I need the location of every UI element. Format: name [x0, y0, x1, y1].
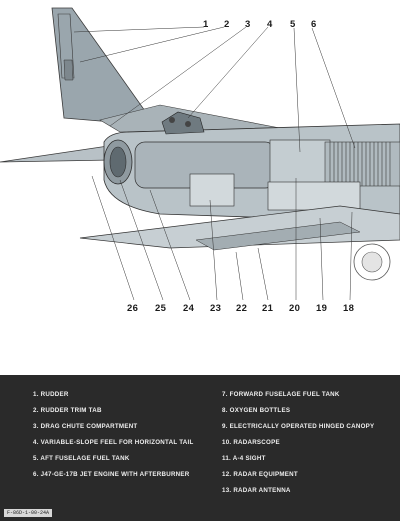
compressor-section: [324, 141, 400, 187]
legend-item-4: 4. VARIABLE-SLOPE FEEL FOR HORIZONTAL TA…: [33, 439, 194, 446]
rudder-outline: [57, 13, 75, 79]
callout-2: 2: [224, 19, 230, 30]
callout-20: 20: [289, 303, 301, 314]
callout-1: 1: [203, 19, 209, 30]
legend-item-5: 5. AFT FUSELAGE FUEL TANK: [33, 455, 130, 462]
leader-lines: [73, 26, 356, 301]
aircraft-cutaway-drawing: [0, 7, 400, 301]
callout-22: 22: [236, 303, 248, 314]
legend-item-3: 3. DRAG CHUTE COMPARTMENT: [33, 423, 138, 430]
legend-item-2: 2. RUDDER TRIM TAB: [33, 407, 102, 414]
callout-23: 23: [210, 303, 222, 314]
figure-code: F-86D-1-00-24A: [4, 509, 53, 517]
legend-item-11: 11. A-4 SIGHT: [222, 455, 266, 462]
legend-item-6: 6. J47-GE-17B JET ENGINE WITH AFTERBURNE…: [33, 471, 190, 478]
callout-19: 19: [316, 303, 328, 314]
legend-item-10: 10. RADARSCOPE: [222, 439, 280, 446]
legend-item-1: 1. RUDDER: [33, 391, 69, 398]
aircraft-cutaway-figure: 1 2 3 4 5 6 26 25 24 23 22 21 20 19 18: [0, 7, 400, 314]
callout-21: 21: [262, 303, 274, 314]
legend-item-8: 8. OXYGEN BOTTLES: [222, 407, 291, 414]
legend-item-7: 7. FORWARD FUSELAGE FUEL TANK: [222, 391, 340, 398]
rudder-trim-tab: [63, 59, 74, 81]
callout-24: 24: [183, 303, 195, 314]
legend-item-13: 13. RADAR ANTENNA: [222, 487, 291, 494]
aft-fuselage-fuel-tank: [189, 173, 235, 207]
callout-4: 4: [267, 19, 273, 30]
legend-item-9: 9. ELECTRICALLY OPERATED HINGED CANOPY: [222, 423, 375, 430]
callout-25: 25: [155, 303, 167, 314]
legend-item-12: 12. RADAR EQUIPMENT: [222, 471, 298, 478]
callout-3: 3: [245, 19, 251, 30]
parts-legend: 1. RUDDER 2. RUDDER TRIM TAB 3. DRAG CHU…: [0, 375, 400, 521]
callout-6: 6: [311, 19, 317, 30]
callout-26: 26: [127, 303, 139, 314]
callout-18: 18: [343, 303, 355, 314]
callout-5: 5: [290, 19, 296, 30]
main-wing: [79, 205, 400, 249]
